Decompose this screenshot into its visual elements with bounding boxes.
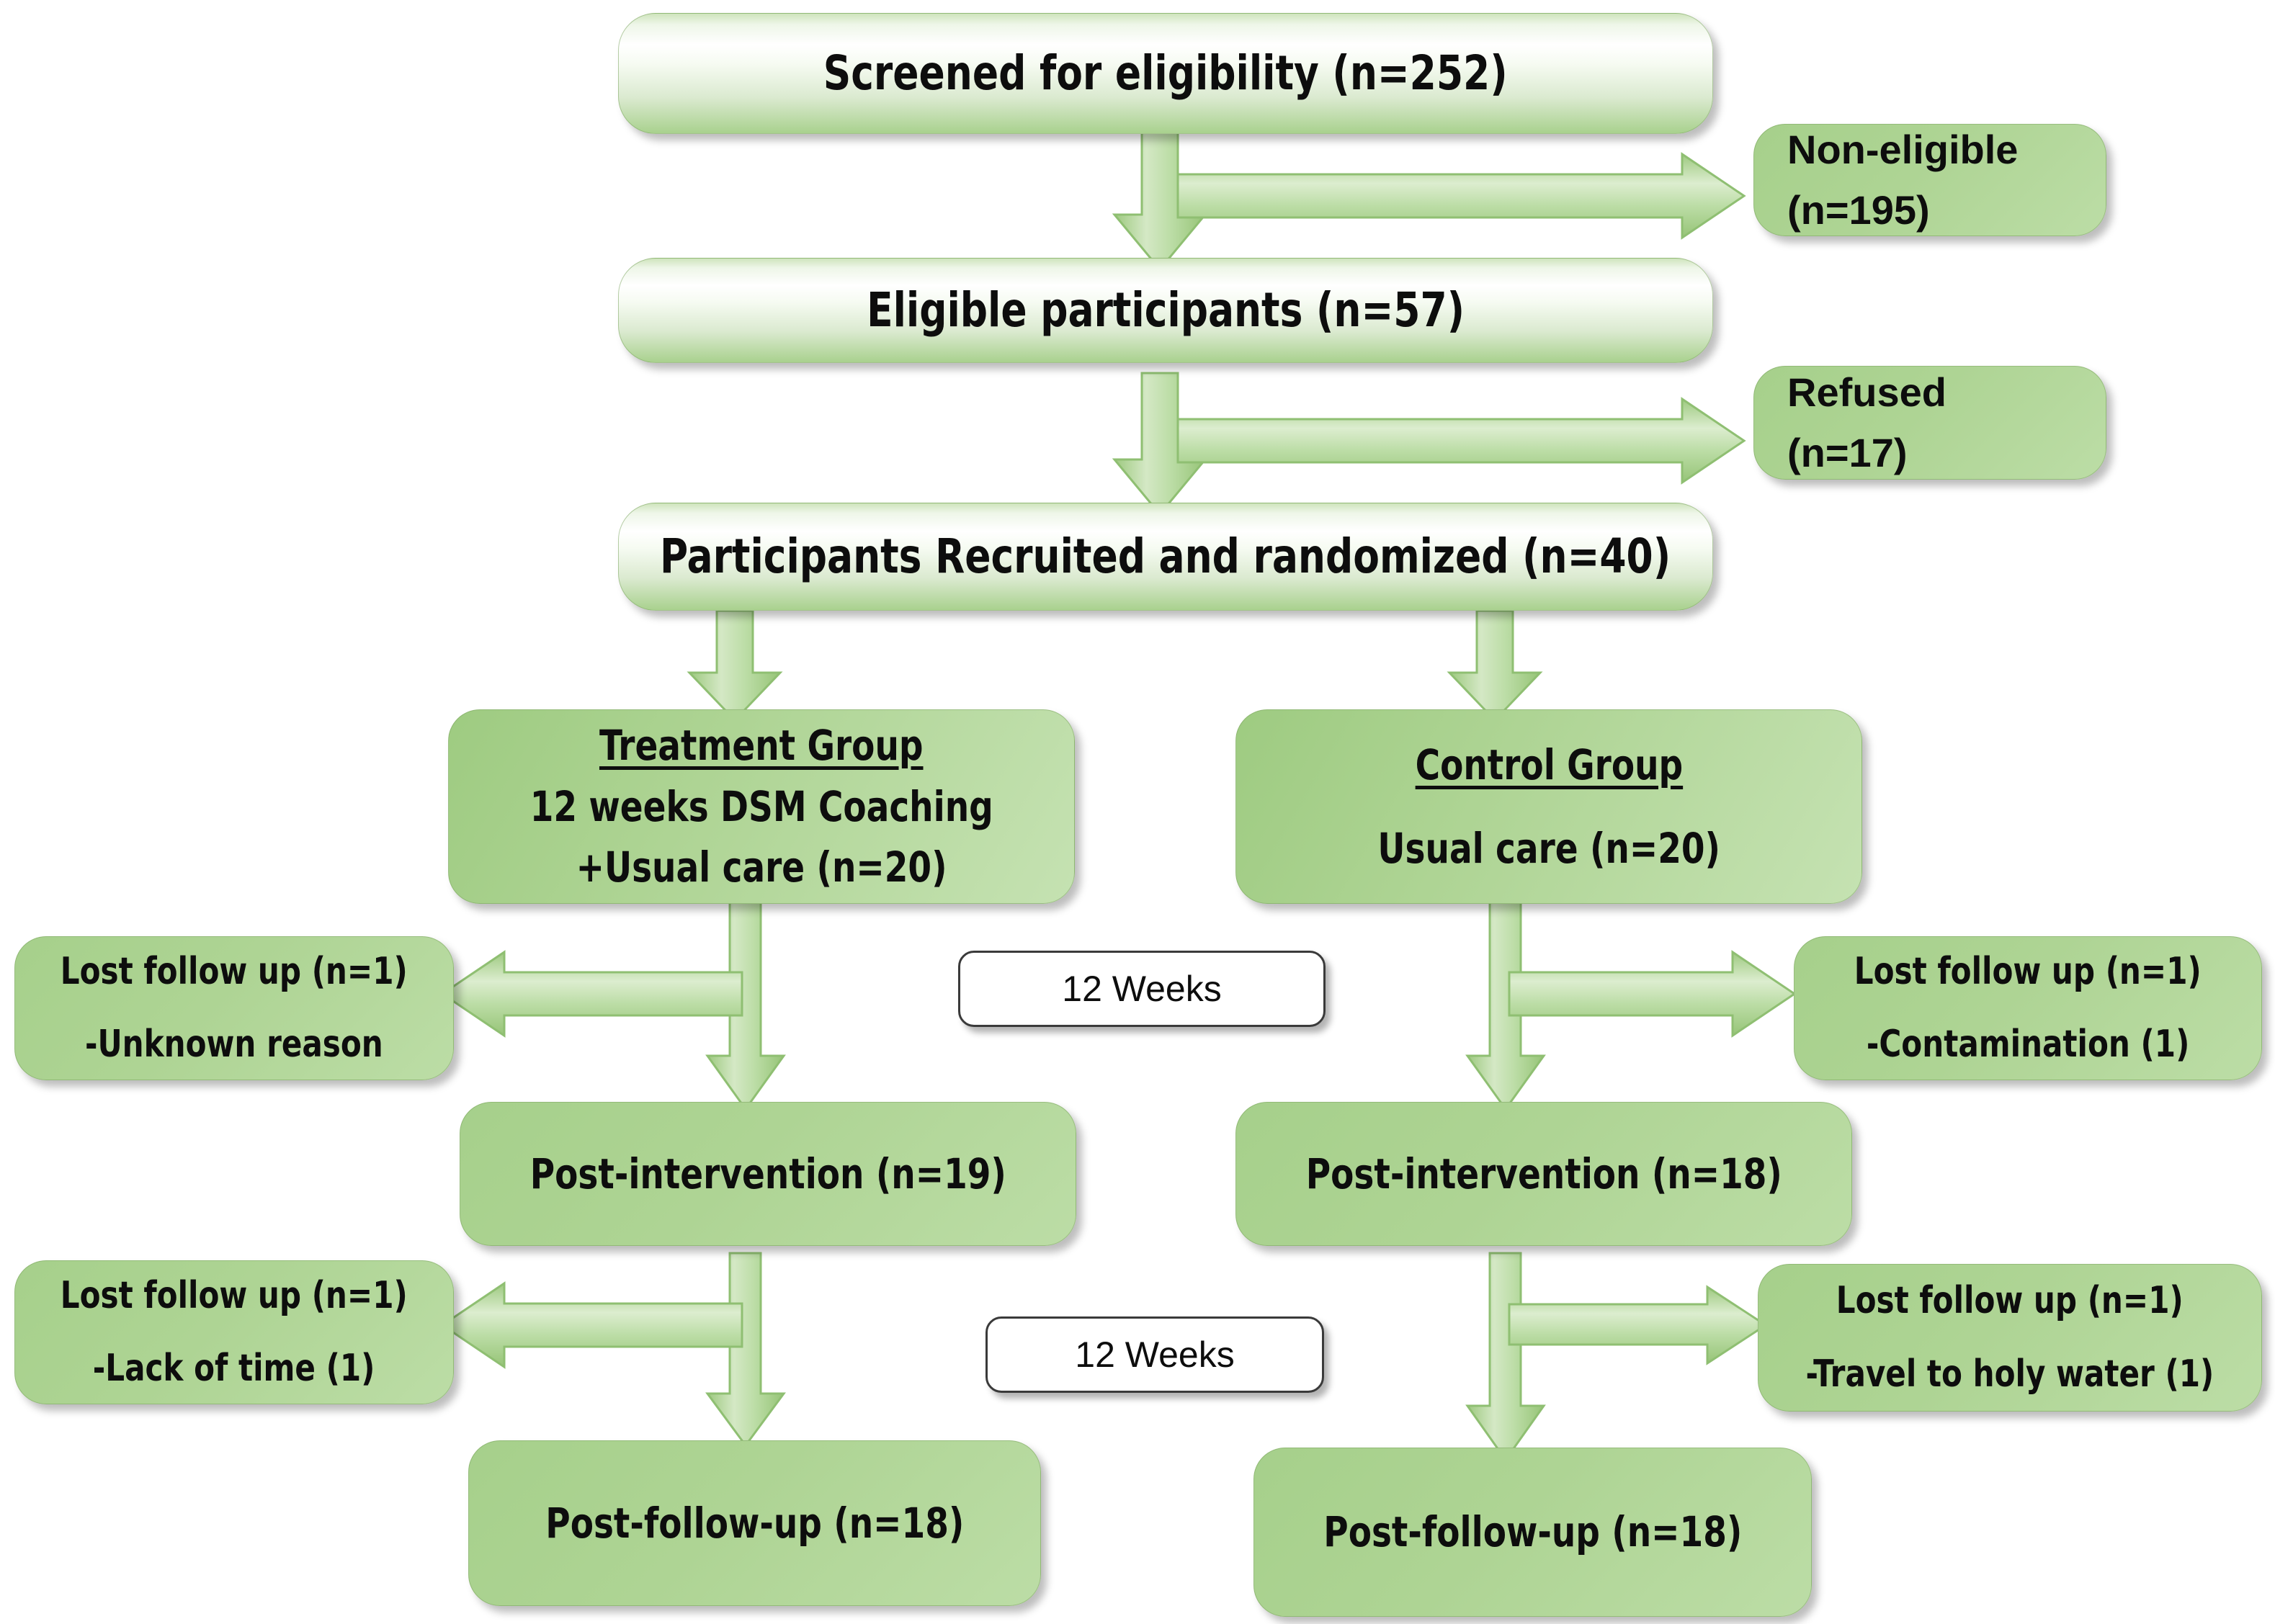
node-treatment-line1: 12 weeks DSM Coaching (529, 781, 993, 831)
arrow-post-intervention-to-followup-treat (705, 1252, 786, 1448)
arrow-randomized-to-treatment (687, 609, 783, 722)
node-treatment-heading: Treatment Group (599, 721, 924, 771)
node-lost-followup-control-1: Lost follow up (n=1) -Contamination (1) (1794, 936, 2262, 1080)
node-post-followup-ctrl-label: Post-follow-up (n=18) (1323, 1507, 1743, 1557)
node-refused-line2: (n=17) (1787, 430, 1908, 475)
arrow-post-intervention-to-lost-2-treat (439, 1281, 743, 1369)
arrow-eligible-to-refused (1176, 397, 1747, 485)
node-post-intervention-control: Post-intervention (n=18) (1235, 1102, 1852, 1246)
arrow-control-to-lost-1 (1508, 950, 1797, 1038)
node-lost-treat-2-line1: Lost follow up (n=1) (61, 1273, 408, 1317)
node-weeks-1-text: 12 Weeks (1062, 968, 1222, 1009)
node-refused-line1: Refused (1787, 369, 1947, 415)
node-lost-treat-1-line2: -Unknown reason (85, 1023, 383, 1066)
arrow-post-intervention-to-followup-ctrl (1465, 1252, 1546, 1462)
node-non-eligible-line1: Non-eligible (1787, 126, 2019, 172)
arrow-post-intervention-to-lost-2-ctrl (1508, 1285, 1769, 1365)
node-eligible-participants: Eligible participants (n=57) (618, 258, 1713, 363)
node-non-eligible: Non-eligible (n=195) (1753, 124, 2106, 236)
node-participants-randomized: Participants Recruited and randomized (n… (618, 503, 1713, 611)
arrow-treatment-to-post-intervention (705, 897, 786, 1111)
node-lost-ctrl-1-line1: Lost follow up (n=1) (1854, 949, 2202, 993)
node-12-weeks-label-1: 12 Weeks (958, 951, 1326, 1027)
node-control-group: Control Group Usual care (n=20) (1235, 709, 1862, 904)
node-refused: Refused (n=17) (1753, 366, 2106, 480)
arrow-eligible-to-randomized (1112, 372, 1208, 517)
node-12-weeks-label-2: 12 Weeks (985, 1316, 1324, 1393)
node-control-line1: Usual care (n=20) (1377, 824, 1720, 873)
node-screened-label: Screened for eligibility (n=252) (823, 45, 1508, 102)
node-eligible-label: Eligible participants (n=57) (867, 282, 1465, 338)
node-post-intervention-ctrl-label: Post-intervention (n=18) (1305, 1149, 1782, 1198)
node-lost-followup-treatment-1: Lost follow up (n=1) -Unknown reason (14, 936, 454, 1080)
node-post-followup-treat-label: Post-follow-up (n=18) (545, 1498, 965, 1548)
node-lost-ctrl-2-line2: -Travel to holy water (1) (1805, 1352, 2214, 1396)
node-post-intervention-treat-label: Post-intervention (n=19) (529, 1149, 1006, 1198)
arrow-control-to-post-intervention (1465, 897, 1546, 1111)
node-lost-treat-1-line1: Lost follow up (n=1) (61, 949, 408, 993)
node-non-eligible-line2: (n=195) (1787, 187, 1930, 233)
node-screened-for-eligibility: Screened for eligibility (n=252) (618, 13, 1713, 134)
arrow-screened-to-non-eligible (1176, 152, 1747, 240)
node-post-followup-control: Post-follow-up (n=18) (1253, 1448, 1812, 1617)
node-weeks-2-text: 12 Weeks (1075, 1334, 1235, 1375)
node-lost-ctrl-1-line2: -Contamination (1) (1866, 1023, 2190, 1066)
node-post-followup-treatment: Post-follow-up (n=18) (468, 1440, 1041, 1606)
node-lost-treat-2-line2: -Lack of time (1) (93, 1347, 375, 1390)
arrow-screened-to-eligible (1112, 127, 1208, 272)
arrow-treatment-to-lost-1 (439, 950, 743, 1038)
node-lost-followup-treatment-2: Lost follow up (n=1) -Lack of time (1) (14, 1260, 454, 1404)
node-randomized-label: Participants Recruited and randomized (n… (660, 529, 1671, 585)
node-control-heading: Control Group (1415, 740, 1683, 789)
node-lost-followup-control-2: Lost follow up (n=1) -Travel to holy wat… (1758, 1264, 2262, 1412)
node-post-intervention-treatment: Post-intervention (n=19) (460, 1102, 1076, 1246)
node-treatment-line2: +Usual care (n=20) (576, 843, 947, 892)
node-treatment-group: Treatment Group 12 weeks DSM Coaching +U… (448, 709, 1075, 904)
node-lost-ctrl-2-line1: Lost follow up (n=1) (1836, 1279, 2184, 1323)
arrow-randomized-to-control (1447, 609, 1543, 722)
